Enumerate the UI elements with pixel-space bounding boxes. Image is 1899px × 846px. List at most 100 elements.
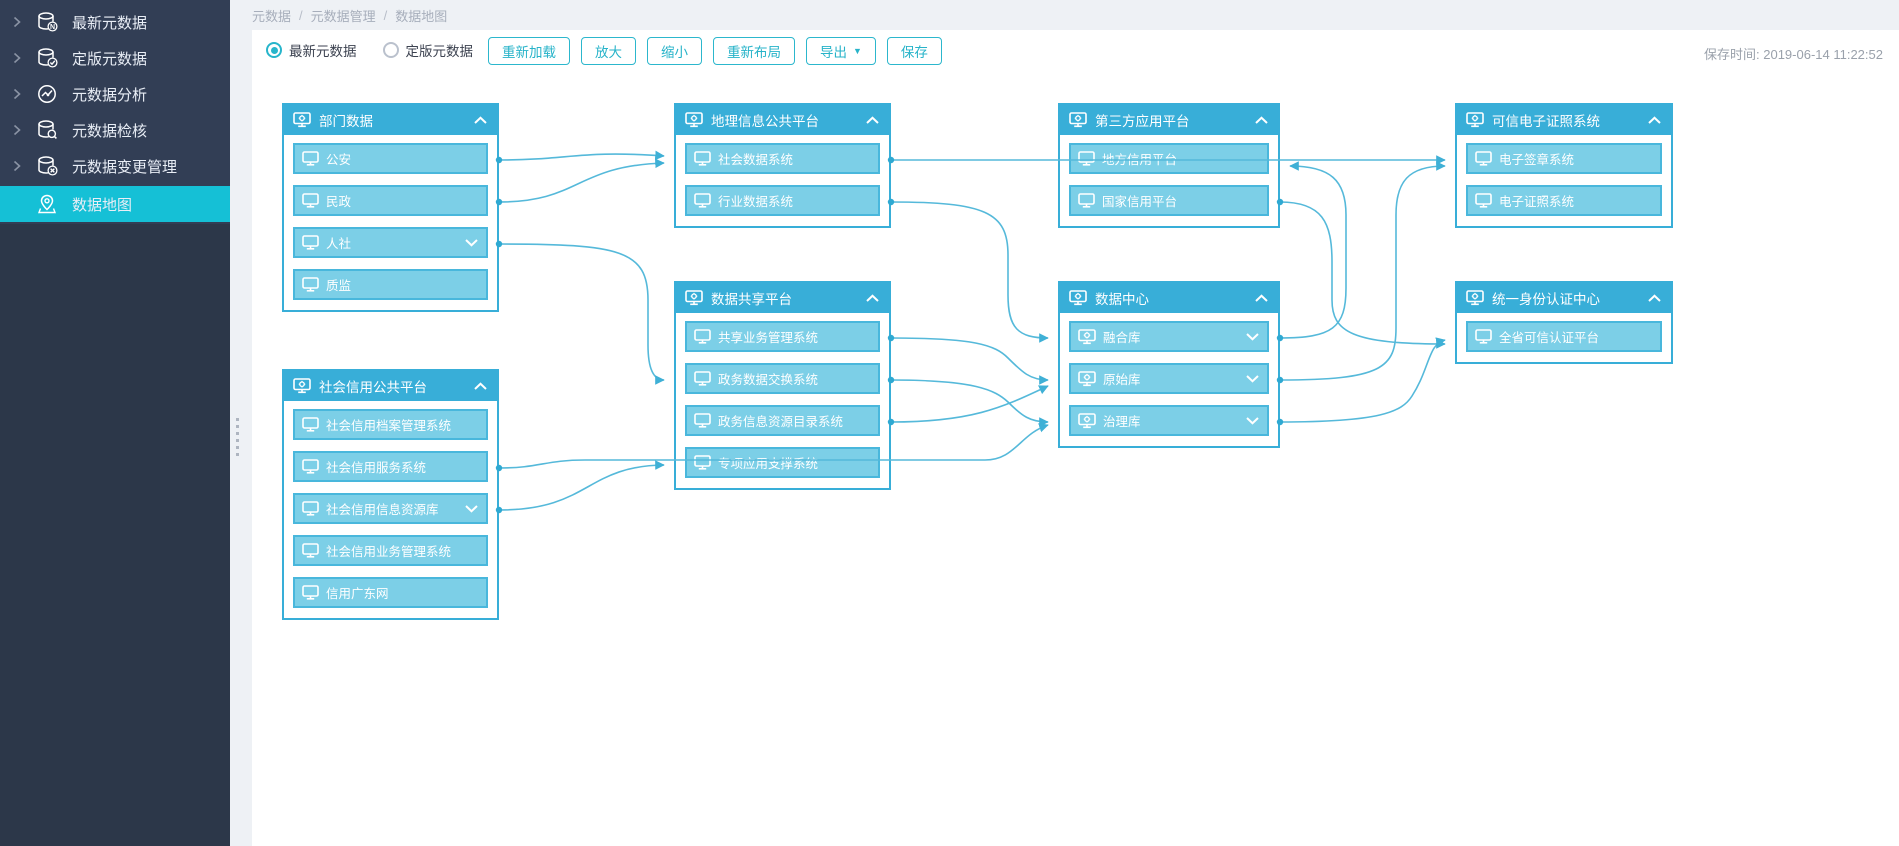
- diagram-node[interactable]: 地方信用平台: [1069, 143, 1269, 174]
- diagram-group[interactable]: 地理信息公共平台 社会数据系统 行业数据系统: [674, 103, 891, 228]
- group-title: 统一身份认证中心: [1492, 292, 1600, 307]
- relayout-button[interactable]: 重新布局: [713, 37, 795, 65]
- diagram-node[interactable]: 社会数据系统: [685, 143, 880, 174]
- sidebar-item-latest-metadata[interactable]: N 最新元数据: [0, 4, 230, 40]
- group-header[interactable]: 可信电子证照系统: [1457, 105, 1671, 135]
- monitor-icon: [1078, 151, 1095, 166]
- reload-button[interactable]: 重新加载: [488, 37, 570, 65]
- node-label: 专项应用支撑系统: [718, 457, 819, 471]
- diagram-node[interactable]: 信用广东网: [293, 577, 488, 608]
- group-header[interactable]: 统一身份认证中心: [1457, 283, 1671, 313]
- chevron-down-icon[interactable]: [1245, 416, 1260, 425]
- save-button[interactable]: 保存: [886, 37, 942, 65]
- export-button[interactable]: 导出▼: [806, 37, 876, 65]
- chevron-down-icon[interactable]: [464, 238, 479, 247]
- svg-text:N: N: [50, 24, 55, 31]
- node-label: 融合库: [1103, 331, 1141, 345]
- diagram-group[interactable]: 部门数据 公安 民政 人社 质监: [282, 103, 499, 312]
- sidebar-collapse-handle[interactable]: [234, 418, 240, 458]
- diagram-group[interactable]: 数据中心 融合库 原始库 治理库: [1058, 281, 1280, 448]
- diagram-group[interactable]: 第三方应用平台 地方信用平台 国家信用平台: [1058, 103, 1280, 228]
- diagram-group[interactable]: 社会信用公共平台 社会信用档案管理系统 社会信用服务系统 社会信用信息资源库 社…: [282, 369, 499, 620]
- group-header[interactable]: 社会信用公共平台: [284, 371, 497, 401]
- diagram-canvas[interactable]: 部门数据 公安 民政 人社 质监 社会信用公共平台 社会信用档案管理系统 社会信…: [252, 76, 1899, 846]
- diagram-node[interactable]: 电子签章系统: [1466, 143, 1662, 174]
- radio-fixed-metadata[interactable]: 定版元数据: [382, 40, 473, 60]
- node-label: 治理库: [1103, 415, 1141, 429]
- chevron-up-icon[interactable]: [1647, 293, 1662, 303]
- sidebar-item-fixed-metadata[interactable]: 定版元数据: [0, 40, 230, 76]
- diagram-node[interactable]: 行业数据系统: [685, 185, 880, 216]
- chevron-right-icon: [13, 160, 27, 172]
- monitor-icon: [694, 151, 711, 166]
- diagram-node[interactable]: 政务数据交换系统: [685, 363, 880, 394]
- breadcrumb-metadata[interactable]: 元数据: [252, 8, 292, 24]
- chevron-up-icon[interactable]: [1647, 115, 1662, 125]
- diagram-node[interactable]: 质监: [293, 269, 488, 300]
- chevron-up-icon[interactable]: [1254, 293, 1269, 303]
- group-body: 融合库 原始库 治理库: [1060, 313, 1278, 444]
- diagram-node[interactable]: 专项应用支撑系统: [685, 447, 880, 478]
- gear-monitor-icon: [1466, 112, 1484, 128]
- group-header[interactable]: 数据中心: [1060, 283, 1278, 313]
- node-label: 共享业务管理系统: [718, 331, 819, 345]
- zoom-out-button[interactable]: 缩小: [647, 37, 702, 65]
- diagram-group[interactable]: 可信电子证照系统 电子签章系统 电子证照系统: [1455, 103, 1673, 228]
- node-label: 社会信用服务系统: [326, 461, 427, 475]
- gear-monitor-icon: [685, 290, 703, 306]
- chevron-up-icon[interactable]: [1254, 115, 1269, 125]
- caret-down-icon: ▼: [853, 46, 862, 56]
- breadcrumb-metadata-management[interactable]: 元数据管理: [310, 8, 376, 24]
- zoom-in-button[interactable]: 放大: [581, 37, 636, 65]
- group-header[interactable]: 部门数据: [284, 105, 497, 135]
- diagram-node[interactable]: 治理库: [1069, 405, 1269, 436]
- diagram-node[interactable]: 公安: [293, 143, 488, 174]
- gear-monitor-icon: [293, 378, 311, 394]
- group-body: 社会数据系统 行业数据系统: [676, 135, 889, 224]
- node-label: 公安: [326, 153, 352, 167]
- group-header[interactable]: 第三方应用平台: [1060, 105, 1278, 135]
- analysis-icon: [36, 83, 58, 105]
- sidebar-item-metadata-change[interactable]: 元数据变更管理: [0, 148, 230, 184]
- radio-latest-metadata[interactable]: 最新元数据: [266, 40, 357, 60]
- group-body: 全省可信认证平台: [1457, 313, 1671, 360]
- gear-monitor-icon: [1078, 328, 1096, 344]
- chevron-down-icon[interactable]: [1245, 374, 1260, 383]
- chevron-up-icon[interactable]: [865, 293, 880, 303]
- diagram-node[interactable]: 社会信用信息资源库: [293, 493, 488, 524]
- node-label: 信用广东网: [326, 587, 389, 601]
- sidebar-item-label: 最新元数据: [72, 14, 148, 32]
- sidebar-item-data-map[interactable]: 数据地图: [0, 186, 230, 222]
- diagram-node[interactable]: 电子证照系统: [1466, 185, 1662, 216]
- diagram-node[interactable]: 社会信用业务管理系统: [293, 535, 488, 566]
- breadcrumb: 元数据 / 元数据管理 / 数据地图: [252, 0, 447, 30]
- diagram-node[interactable]: 政务信息资源目录系统: [685, 405, 880, 436]
- diagram-node[interactable]: 民政: [293, 185, 488, 216]
- chevron-up-icon[interactable]: [473, 381, 488, 391]
- monitor-icon: [302, 543, 319, 558]
- sidebar-item-metadata-audit[interactable]: 元数据检核: [0, 112, 230, 148]
- sidebar-item-metadata-analysis[interactable]: 元数据分析: [0, 76, 230, 112]
- diagram-node[interactable]: 共享业务管理系统: [685, 321, 880, 352]
- node-label: 社会信用档案管理系统: [326, 419, 452, 433]
- diagram-node[interactable]: 原始库: [1069, 363, 1269, 394]
- radio-unselected-icon[interactable]: [382, 42, 399, 58]
- chevron-up-icon[interactable]: [473, 115, 488, 125]
- chevron-up-icon[interactable]: [865, 115, 880, 125]
- radio-selected-icon[interactable]: [266, 42, 282, 58]
- diagram-node[interactable]: 融合库: [1069, 321, 1269, 352]
- chevron-down-icon[interactable]: [1245, 332, 1260, 341]
- diagram-node[interactable]: 国家信用平台: [1069, 185, 1269, 216]
- group-header[interactable]: 数据共享平台: [676, 283, 889, 313]
- diagram-node[interactable]: 社会信用服务系统: [293, 451, 488, 482]
- metadata-version-radio-group: 最新元数据 定版元数据: [266, 40, 473, 60]
- sidebar-item-label: 元数据分析: [72, 86, 148, 104]
- group-header[interactable]: 地理信息公共平台: [676, 105, 889, 135]
- diagram-node[interactable]: 人社: [293, 227, 488, 258]
- chevron-down-icon[interactable]: [464, 504, 479, 513]
- diagram-group[interactable]: 数据共享平台 共享业务管理系统 政务数据交换系统 政务信息资源目录系统 专项应用…: [674, 281, 891, 490]
- diagram-node[interactable]: 全省可信认证平台: [1466, 321, 1662, 352]
- diagram-group[interactable]: 统一身份认证中心 全省可信认证平台: [1455, 281, 1673, 364]
- diagram-node[interactable]: 社会信用档案管理系统: [293, 409, 488, 440]
- map-pin-icon: [36, 193, 58, 215]
